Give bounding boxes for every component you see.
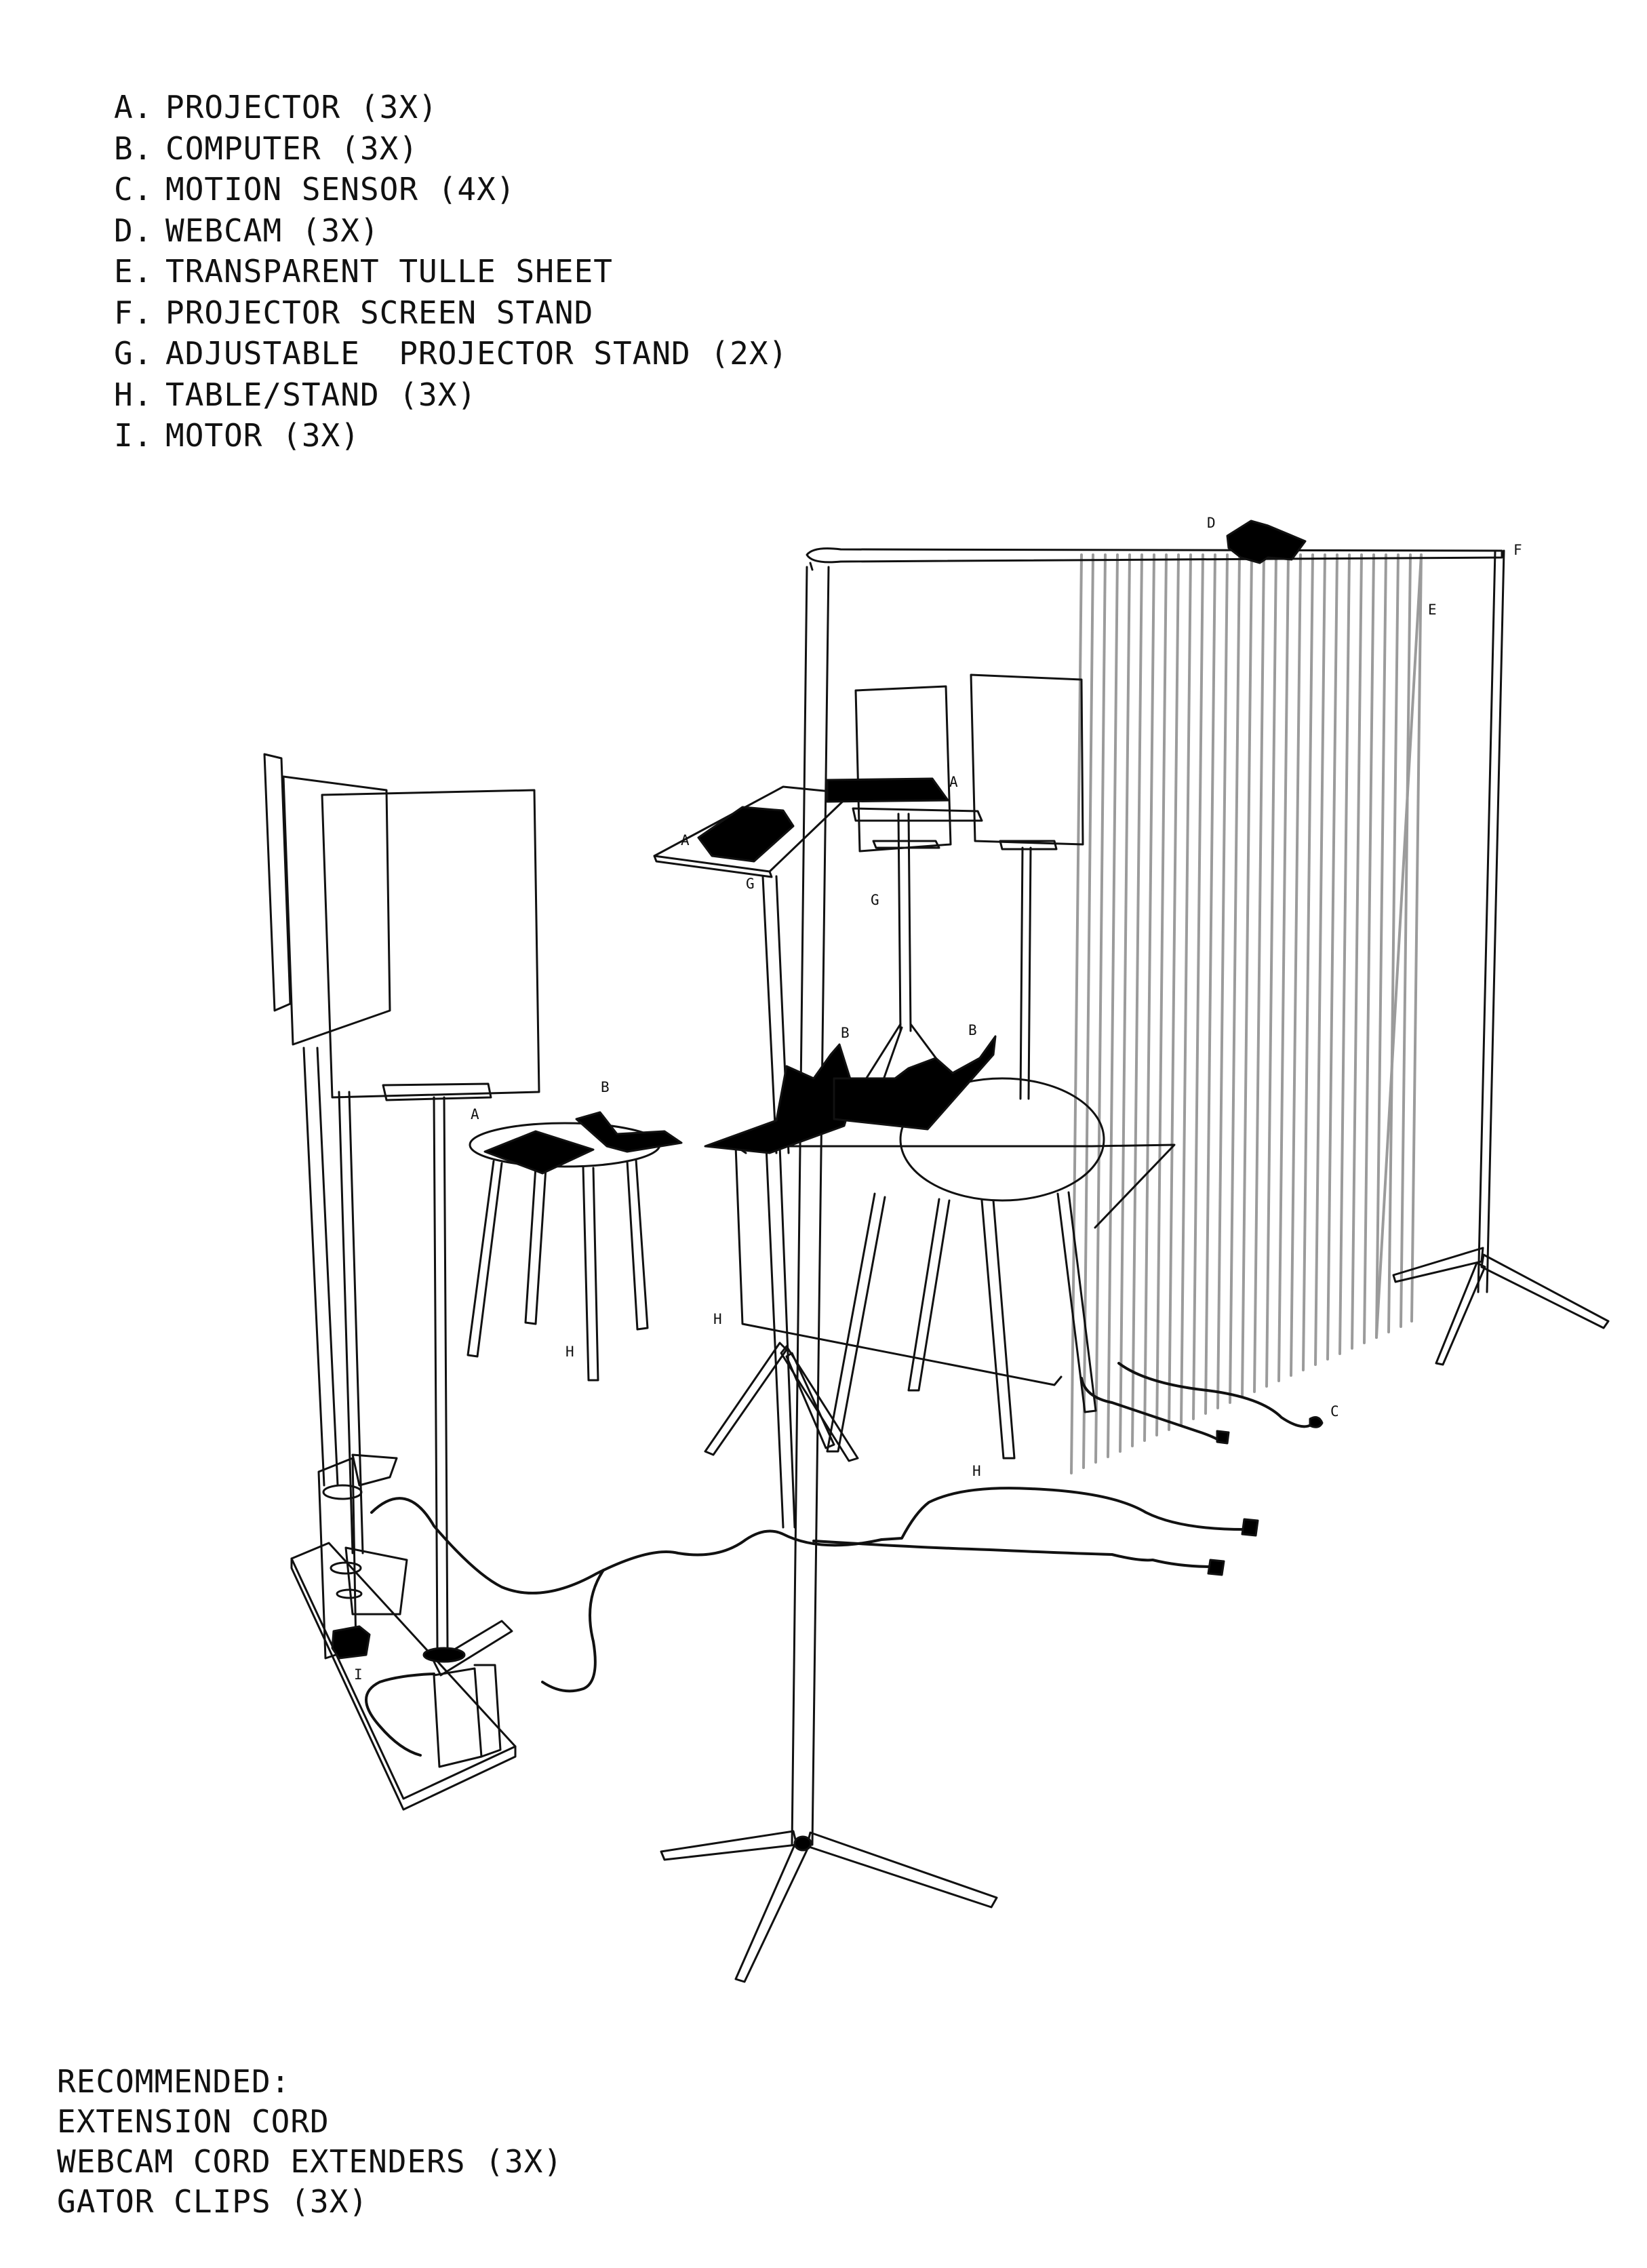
callout-i: I: [354, 1666, 363, 1683]
legend-text: COMPUTER (3X): [165, 130, 419, 167]
projector-stand-center: [852, 685, 983, 1093]
legend-item-d: D. WEBCAM (3X): [114, 210, 788, 252]
projector-a3: [483, 1130, 595, 1175]
callout-h-box: H: [713, 1311, 722, 1327]
callout-b-left-table: B: [601, 1079, 610, 1095]
callout-h-right-table: H: [972, 1463, 981, 1479]
legend-text: PROJECTOR SCREEN STAND: [165, 294, 594, 331]
callout-b-center: B: [841, 1025, 850, 1041]
recommended-list: RECOMMENDED: EXTENSION CORD WEBCAM CORD …: [57, 2062, 563, 2222]
recommended-item: WEBCAM CORD EXTENDERS (3X): [57, 2143, 563, 2180]
cables: [365, 1362, 1313, 1757]
computer-b2: [704, 1043, 856, 1154]
callout-d: D: [1207, 515, 1216, 531]
back-screen-stand: [970, 673, 1084, 1100]
motor-base-platform: [290, 1453, 517, 1811]
recommended-item: GATOR CLIPS (3X): [57, 2183, 369, 2220]
legend-text: WEBCAM (3X): [165, 212, 380, 249]
webcam-d: [1226, 520, 1307, 564]
callout-b-right: B: [968, 1022, 977, 1038]
callout-c: C: [1330, 1403, 1339, 1420]
callout-a-center-stand: A: [949, 774, 958, 790]
round-table-left: [467, 1122, 661, 1382]
legend-key: F.: [114, 294, 153, 331]
callout-e: E: [1428, 602, 1437, 618]
motion-sensor-c: [1309, 1416, 1324, 1428]
callout-g-left: G: [746, 876, 755, 892]
legend-item-a: A. PROJECTOR (3X): [114, 87, 788, 128]
computer-b3: [833, 1035, 997, 1131]
callout-a-left-stand: A: [681, 832, 690, 848]
tripod-stand: [704, 1145, 859, 1529]
computer-b1: [575, 1111, 683, 1153]
callout-labels: A A A B B B C D E F G G H H H I: [354, 515, 1522, 1683]
legend-item-c: C. MOTION SENSOR (4X): [114, 169, 788, 210]
legend-item-f: F. PROJECTOR SCREEN STAND: [114, 292, 788, 334]
callout-a-left-table: A: [471, 1106, 479, 1122]
legend-text: TABLE/STAND (3X): [165, 376, 477, 413]
left-screen-stands: [263, 753, 540, 1649]
motor-i: [331, 1625, 371, 1660]
legend-item-h: H. TABLE/STAND (3X): [114, 374, 788, 416]
legend-list: A. PROJECTOR (3X) B. COMPUTER (3X) C. MOTIO…: [114, 87, 788, 456]
recommended-heading: RECOMMENDED:: [57, 2063, 291, 2100]
gator-clips: [1207, 1430, 1259, 1576]
legend-key: D.: [114, 212, 153, 249]
legend-key: C.: [114, 171, 153, 208]
legend-text: MOTOR (3X): [165, 417, 360, 454]
round-table-right: [826, 1077, 1105, 1460]
legend-text: PROJECTOR (3X): [165, 89, 438, 125]
legend-key: G.: [114, 335, 153, 372]
tulle-sheet: [1070, 553, 1423, 1474]
legend-key: B.: [114, 130, 153, 167]
legend-key: E.: [114, 253, 153, 290]
projector-a1: [697, 806, 795, 863]
legend-key: A.: [114, 89, 153, 125]
callout-f: F: [1513, 542, 1522, 558]
legend-item-e: E. TRANSPARENT TULLE SHEET: [114, 251, 788, 292]
legend-text: TRANSPARENT TULLE SHEET: [165, 253, 613, 290]
legend-text: ADJUSTABLE PROJECTOR STAND (2X): [165, 335, 789, 372]
motor-shaft: [422, 1647, 466, 1663]
legend-key: I.: [114, 417, 153, 454]
legend-text: MOTION SENSOR (4X): [165, 171, 516, 208]
projector-screen-stand: [806, 547, 1610, 1366]
legend-item-b: B. COMPUTER (3X): [114, 128, 788, 170]
legend-item-i: I. MOTOR (3X): [114, 415, 788, 456]
legend-key: H.: [114, 376, 153, 413]
callout-h-left-table: H: [565, 1344, 574, 1360]
legend-item-g: G. ADJUSTABLE PROJECTOR STAND (2X): [114, 333, 788, 374]
recommended-item: EXTENSION CORD: [57, 2103, 330, 2140]
callout-g-center: G: [871, 892, 879, 908]
projector-a2: [826, 777, 949, 803]
tall-front-stand: [660, 566, 998, 1983]
